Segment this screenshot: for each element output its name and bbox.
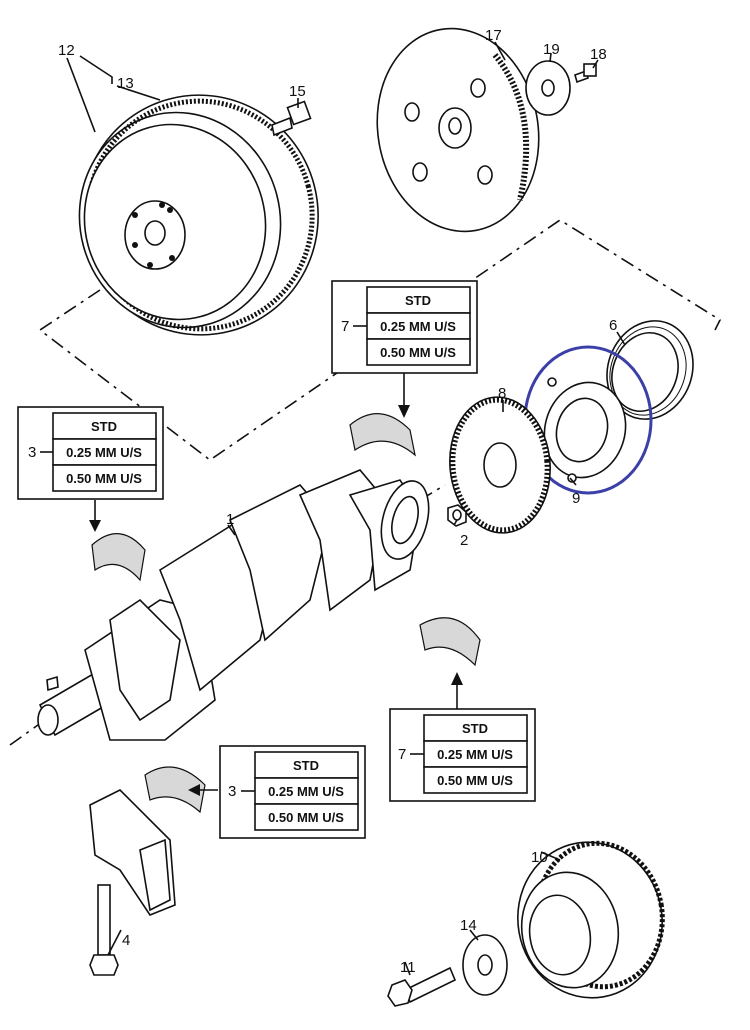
part-label: 19 [543, 41, 560, 58]
table-cell: STD [462, 721, 488, 736]
part-labels: 12 13 15 17 19 18 6 8 9 2 1 10 14 11 4 [58, 27, 617, 976]
table-cell: 0.50 MM U/S [66, 471, 142, 486]
bearing-table: 3 STD 0.25 MM U/S 0.50 MM U/S [219, 745, 366, 839]
part-label: 12 [58, 42, 75, 59]
bearing-shell-lower [144, 766, 206, 814]
part-label: 2 [460, 532, 468, 549]
part-label: 14 [460, 917, 477, 934]
damper-pulley [517, 840, 665, 999]
seal-retainer [543, 377, 627, 483]
part-label: 1 [226, 511, 234, 528]
flywheel-assembly [78, 94, 319, 336]
part-label: 8 [498, 385, 506, 402]
table-cell: STD [405, 293, 431, 308]
part-label: 17 [485, 27, 502, 44]
crankshaft [9, 469, 446, 746]
part-label: 4 [122, 932, 130, 949]
part-label: 18 [590, 46, 607, 63]
part-label: 9 [572, 490, 580, 507]
table-cell: STD [293, 758, 319, 773]
table-cell: 0.25 MM U/S [380, 319, 456, 334]
table-ref: 3 [28, 444, 36, 461]
table-cell: 0.25 MM U/S [66, 445, 142, 460]
table-cell: 0.50 MM U/S [437, 773, 513, 788]
table-cell: STD [91, 419, 117, 434]
table-cell: 0.25 MM U/S [437, 747, 513, 762]
table-ref: 3 [228, 783, 236, 800]
table-ref: 7 [398, 746, 406, 763]
table-cell: 0.50 MM U/S [380, 345, 456, 360]
bearing-table: 7 STD 0.25 MM U/S 0.50 MM U/S [389, 708, 536, 802]
bearing-table: 7 STD 0.25 MM U/S 0.50 MM U/S [331, 280, 478, 374]
bearing-cap [89, 789, 176, 976]
leader-lines [66, 41, 626, 976]
bearing-table: 3 STD 0.25 MM U/S 0.50 MM U/S [17, 406, 164, 500]
bearing-shell-left [91, 533, 146, 582]
table-cell: 0.25 MM U/S [268, 784, 344, 799]
part-label: 10 [531, 849, 548, 866]
flexplate-assembly [376, 27, 597, 233]
reluctor-ring [449, 396, 551, 534]
table-cell: 0.50 MM U/S [268, 810, 344, 825]
bearing-shell-top [349, 413, 416, 457]
pulley-bolt [387, 966, 457, 1007]
part-label: 15 [289, 83, 306, 100]
pulley-washer [462, 934, 508, 996]
table-ref: 7 [341, 318, 349, 335]
flywheel-bolt [271, 100, 312, 137]
part-label: 13 [117, 75, 134, 92]
part-label: 11 [400, 959, 416, 976]
part-label: 6 [609, 317, 617, 334]
bearing-shell-right [419, 617, 481, 667]
rear-main-seal [606, 320, 694, 420]
nut [447, 504, 467, 527]
